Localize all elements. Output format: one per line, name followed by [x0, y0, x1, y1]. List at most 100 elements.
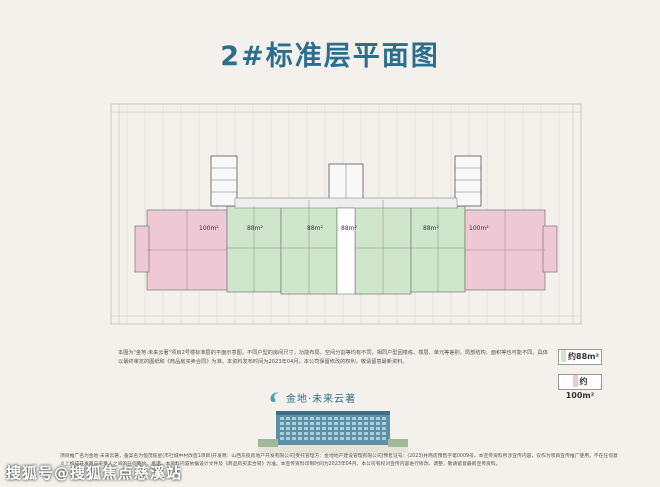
- building-window: [322, 432, 326, 435]
- unit-label-4: 88m²: [341, 225, 357, 232]
- building-window: [292, 422, 296, 425]
- building-window: [286, 422, 290, 425]
- building-window: [328, 432, 332, 435]
- core-left: [210, 155, 238, 207]
- building-window: [364, 432, 368, 435]
- building-window: [364, 427, 368, 430]
- building-window: [328, 417, 332, 420]
- building-window: [322, 427, 326, 430]
- building-window: [352, 432, 356, 435]
- building-window: [340, 422, 344, 425]
- building-window: [358, 437, 362, 440]
- building-window: [322, 437, 326, 440]
- building-window: [376, 427, 380, 430]
- building-window: [322, 422, 326, 425]
- building-window: [310, 417, 314, 420]
- building-window: [310, 427, 314, 430]
- building-window: [346, 437, 350, 440]
- building-window: [310, 432, 314, 435]
- unit-label-5: 88m²: [423, 225, 439, 232]
- building-window: [316, 432, 320, 435]
- legend-label-88: 约88m²: [568, 352, 599, 361]
- logo-swirl-icon: [270, 392, 279, 403]
- building-window: [358, 422, 362, 425]
- building-window: [376, 437, 380, 440]
- building-window: [304, 422, 308, 425]
- disclaimer-text: 本图为"金地·未来云著"项目2号楼标准层的平面示意图，不同户型的房间尺寸，功能布…: [118, 350, 548, 365]
- building-window: [352, 422, 356, 425]
- building-window: [328, 437, 332, 440]
- building-window: [298, 427, 302, 430]
- building-window: [298, 437, 302, 440]
- building-window: [370, 427, 374, 430]
- footer-legal-text: 项目推广名为金地·未来云著，备案名为恒茂揽星(市社城中村改造1项目)开发商：山西…: [60, 454, 618, 467]
- building-window: [292, 432, 296, 435]
- watermark: 搜狐号@搜狐焦点慈溪站: [6, 464, 183, 482]
- project-logo: 金地·未来云著: [268, 387, 398, 407]
- building-window: [328, 427, 332, 430]
- building-window: [304, 437, 308, 440]
- building-window: [340, 432, 344, 435]
- legend-label-100: 约100m²: [565, 377, 595, 400]
- building-illustration: [258, 411, 408, 453]
- building-window: [346, 427, 350, 430]
- building-window: [310, 422, 314, 425]
- building-window: [292, 437, 296, 440]
- building-window: [346, 422, 350, 425]
- building-window: [280, 422, 284, 425]
- building-window: [352, 427, 356, 430]
- building-window: [382, 437, 386, 440]
- building-window: [364, 417, 368, 420]
- building-window: [370, 422, 374, 425]
- building-window: [286, 432, 290, 435]
- building-window: [286, 427, 290, 430]
- building-window: [358, 432, 362, 435]
- page-title: 2#标准层平面图: [220, 41, 440, 72]
- building-window: [340, 427, 344, 430]
- building-window: [292, 427, 296, 430]
- building-window: [358, 427, 362, 430]
- legend-swatch-88: [561, 350, 566, 362]
- legend-100: 约100m²: [558, 374, 602, 400]
- building-window: [304, 417, 308, 420]
- building-window: [304, 432, 308, 435]
- building-window: [370, 417, 374, 420]
- building-window: [376, 432, 380, 435]
- unit-label-6: 100m²: [469, 225, 489, 232]
- legend-swatch-100: [572, 375, 578, 387]
- building-window: [298, 417, 302, 420]
- corridor: [234, 197, 458, 209]
- building-window: [382, 422, 386, 425]
- unit-label-3: 88m²: [307, 225, 323, 232]
- building-window: [346, 417, 350, 420]
- building-window: [292, 417, 296, 420]
- building-window: [334, 427, 338, 430]
- building-window: [280, 417, 284, 420]
- floor-plan: 100m² 88m² 88m² 88m² 88m² 100m²: [110, 103, 582, 325]
- building-window: [376, 422, 380, 425]
- building-window: [382, 427, 386, 430]
- building-window: [352, 417, 356, 420]
- center-light-well: [336, 207, 356, 295]
- building-window: [322, 417, 326, 420]
- building-window: [340, 437, 344, 440]
- unit-label-2: 88m²: [247, 225, 263, 232]
- building-window: [352, 437, 356, 440]
- building-window: [304, 427, 308, 430]
- building-window: [334, 422, 338, 425]
- building-window: [316, 437, 320, 440]
- building-window: [364, 422, 368, 425]
- building-window: [280, 432, 284, 435]
- building-window: [382, 417, 386, 420]
- building-window: [316, 417, 320, 420]
- building-window: [298, 432, 302, 435]
- unit-label-1: 100m²: [199, 225, 219, 232]
- building-window: [280, 427, 284, 430]
- building-window: [370, 437, 374, 440]
- building-window: [286, 437, 290, 440]
- building-window: [316, 422, 320, 425]
- building-window: [340, 417, 344, 420]
- building-window: [376, 417, 380, 420]
- legend-88: 约88m²: [558, 349, 602, 365]
- building-window: [310, 437, 314, 440]
